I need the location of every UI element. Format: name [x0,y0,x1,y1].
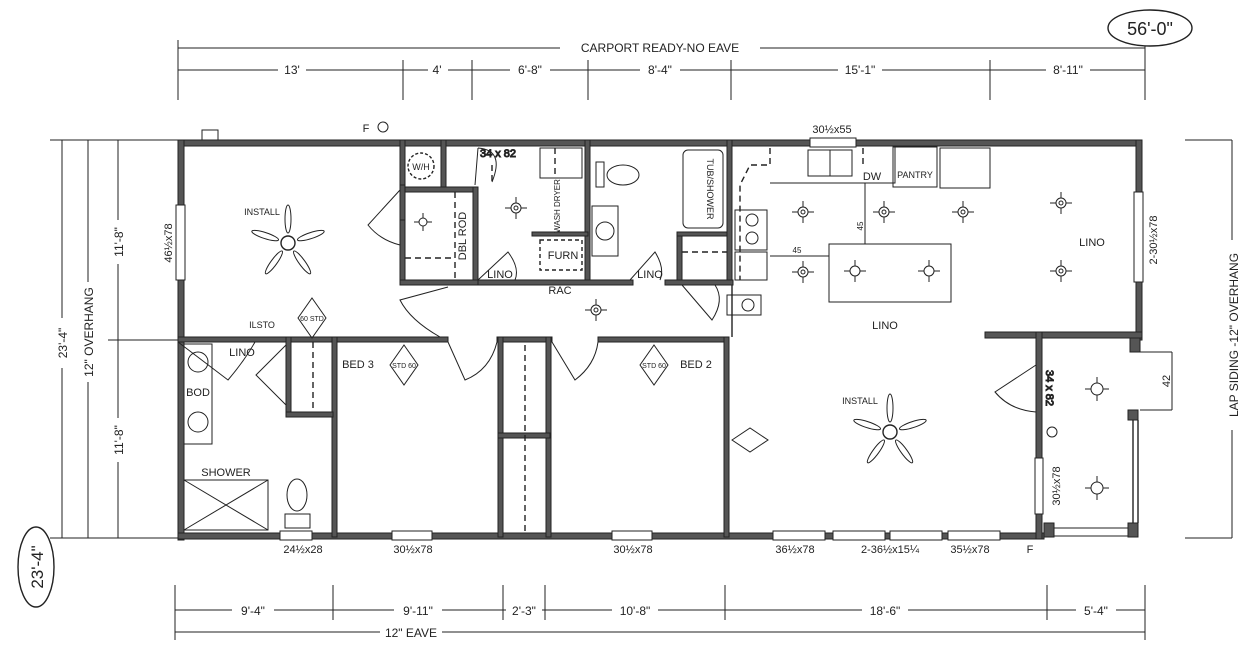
outlet-icon [1046,426,1058,438]
dim-top-2: 4' [433,63,442,77]
spacing-2-label: 45 [856,221,865,230]
window-porch: 30½x78 [1051,466,1063,505]
dim-bottom-4: 10'-8" [620,604,651,618]
washer-dryer-label: WASH DRYER [553,179,562,233]
lino-bath-label: LINO [229,347,255,359]
pantry-label: PANTRY [897,170,933,180]
light-icon [1050,192,1072,214]
dim-bottom-5: 18'-6" [870,604,901,618]
lino-hall2-label: LINO [637,269,663,281]
light-icon [414,213,432,231]
ceiling-fan-icon [853,393,927,464]
window-right: 2-30½x78 [1148,216,1160,265]
outlet-icon [377,121,389,133]
ceiling-fan-icon [251,204,325,275]
interior-walls [177,139,734,538]
rac-label: RAC [548,285,571,297]
bottom-dimension: 9'-4" 9'-11" 2'-3" 10'-8" 18'-6" 5'-4" 1… [174,585,1146,640]
window-bottom-3: 30½x78 [613,544,652,556]
dim-left-overhang: 12" OVERHANG [82,287,96,377]
dim-top-5: 15'-1" [845,63,876,77]
lino-dining-label: LINO [872,320,898,332]
doors: 34 x 82 34 x 82 [177,148,1056,413]
window-bottom-5: 2-36½x15¼ [861,544,920,556]
dim-left-1: 11'-8" [112,227,126,257]
overall-length: 56'-0" [1127,19,1173,39]
light-icon [585,299,607,321]
dim-bottom-3: 2'-3" [512,604,536,618]
lino-kitchen-label: LINO [1079,237,1105,249]
window-top-kitchen: 30½x55 [812,124,851,136]
window-left: 46½x78 [163,223,175,262]
window-bottom-1: 24½x28 [283,544,322,556]
f-top-label: F [363,123,370,135]
pendant-light-icon [844,260,866,282]
right-dimension: LAP SIDING -12" OVERHANG 42 [1140,139,1242,539]
overall-width: 23'-4" [28,545,47,588]
carport-label: CARPORT READY-NO EAVE [581,41,739,55]
vent-icon [201,129,219,141]
window-bottom-2: 30½x78 [393,544,432,556]
window-bottom-4: 36½x78 [775,544,814,556]
dim-left-2: 11'-8" [112,425,126,455]
install-master-label: INSTALL [244,207,280,217]
dim-bottom-2: 9'-11" [403,604,433,618]
top-dimension: CARPORT READY-NO EAVE 13' 4' 6'-8" 8'-4"… [177,9,1193,100]
pendant-light-icon [918,260,940,282]
light-icon [1085,377,1109,401]
left-dimension: 23'-4" 12" OVERHANG 11'-8" 11'-8" 23'-4" [17,139,178,608]
windows: 30½x55 46½x78 2-30½x78 30½x78 24½x28 30½… [163,124,1160,556]
tub-shower-label: TUB/SHOWER [705,158,715,220]
smoke-detectors: 60 STD STD 60 STD 60 [297,297,769,453]
lino-hall1-label: LINO [487,269,513,281]
dw-label: DW [863,171,882,183]
spacing-1-label: 45 [793,246,802,255]
ilsto-label: ILSTO [249,320,275,330]
eave-label: 12" EAVE [385,626,437,640]
window-bottom-6: 35½x78 [950,544,989,556]
furn-label: FURN [548,250,579,262]
dbl-rod-label: DBL ROD [457,212,469,261]
lap-siding-label: LAP SIDING -12" OVERHANG [1227,253,1241,417]
install-living-label: INSTALL [842,396,878,406]
dim-top-4: 8'-4" [648,63,672,77]
smoke-detector-2: STD 60 [392,363,416,370]
dim-left-total: 23'-4" [56,328,70,359]
light-icon [952,201,974,223]
dim-top-6: 8'-11" [1053,63,1083,77]
smoke-detector-1: 60 STD [300,316,324,323]
fixtures: W/H DBL ROD WASH DRYER FURN TUB/SHOWER L… [183,123,1105,556]
f-bottom-label: F [1027,544,1034,556]
light-icon [792,201,814,223]
light-icon [1085,476,1109,500]
bod-label: BOD [186,387,210,399]
light-icon [873,201,895,223]
porch-dim: 42 [1161,375,1173,387]
dim-top-3: 6'-8" [518,63,542,77]
bed3-label: BED 3 [342,359,374,371]
door-top-size: 34 x 82 [480,148,516,160]
wh-label: W/H [412,162,430,172]
smoke-detector-3: STD 60 [642,363,666,370]
light-icon [1050,260,1072,282]
light-fixture-icons [201,121,1109,500]
door-porch-size: 34 x 82 [1043,370,1055,406]
dim-bottom-6: 5'-4" [1084,604,1108,618]
shower-label: SHOWER [201,467,251,479]
light-icon [792,261,814,283]
dim-bottom-1: 9'-4" [241,604,265,618]
bed2-label: BED 2 [680,359,712,371]
light-icon [505,197,527,219]
dim-top-1: 13' [284,63,300,77]
